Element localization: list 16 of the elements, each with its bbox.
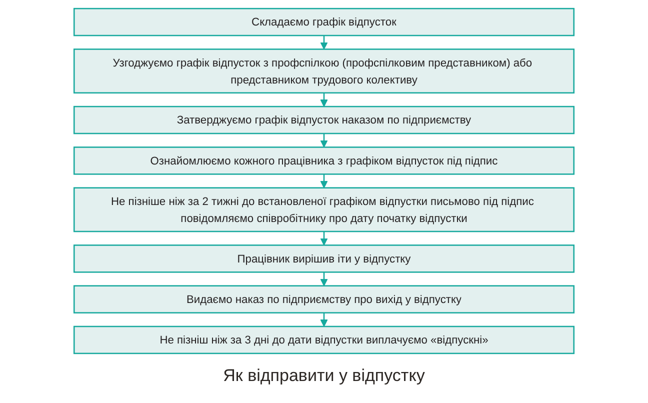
arrow bbox=[320, 312, 328, 327]
node-box: Не пізніш ніж за 3 дні до дати відпустки виплачуємо «відпускні» bbox=[73, 326, 575, 354]
node-box: Узгоджуємо графік відпусток з профспілкою (профспілковим представником) або представником трудового колективу bbox=[73, 48, 575, 94]
node-box: Складаємо графік відпусток bbox=[73, 8, 575, 36]
arrow bbox=[320, 36, 328, 50]
node-box: Затверджуємо графік відпусток наказом по підприємству bbox=[73, 106, 575, 134]
node-box: Не пізніше ніж за 2 тижні до встановленої графіком відпустки письмово під підпис повідомляємо співробітнику про дату початку відпустки bbox=[73, 187, 575, 232]
arrow bbox=[320, 232, 328, 246]
caption: Як відправити у відпустку bbox=[223, 366, 425, 386]
node-box: Ознайомлюємо кожного працівника з графіком відпусток під підпис bbox=[73, 146, 575, 175]
node-box: Видаємо наказ по підприємству про вихід у відпустку bbox=[73, 285, 575, 314]
arrow bbox=[320, 174, 328, 188]
arrow bbox=[320, 272, 328, 286]
node-box: Працівник вирішив іти у відпустку bbox=[73, 244, 575, 273]
arrow bbox=[320, 134, 328, 148]
arrow bbox=[320, 92, 328, 107]
